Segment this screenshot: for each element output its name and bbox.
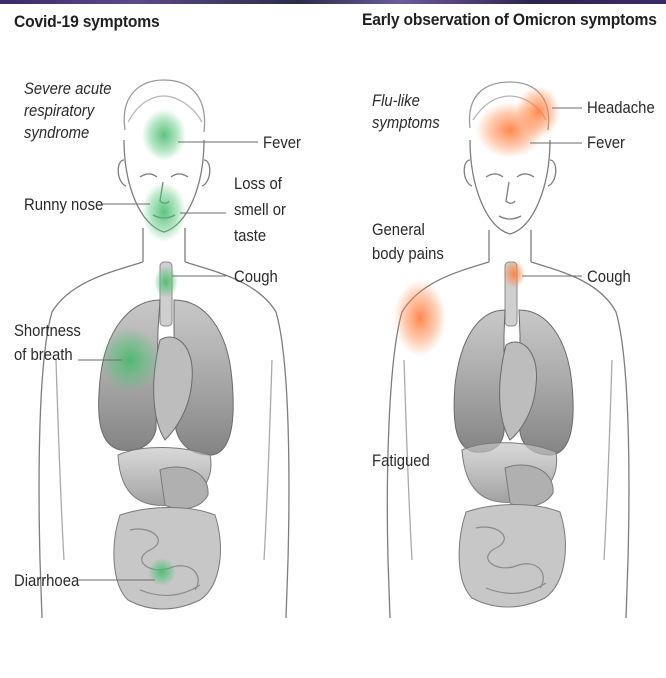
fever-highlight-right	[476, 102, 544, 158]
cough-highlight-right	[503, 260, 525, 288]
label-cough-right: Cough	[587, 266, 631, 288]
cough-highlight-left	[154, 266, 178, 298]
left-organs	[99, 262, 234, 609]
right-subtitle-line-1: Flu-like	[372, 90, 420, 112]
label-shortness-line-1: Shortness	[14, 320, 81, 342]
nose-highlight-left	[142, 182, 186, 242]
label-runny-nose: Runny nose	[24, 194, 103, 216]
body-pains-highlight-right	[394, 280, 446, 356]
right-organs	[454, 262, 573, 607]
label-loss-smell-line-1: Loss of	[234, 173, 282, 195]
label-fatigued: Fatigued	[372, 450, 430, 472]
label-fever-left: Fever	[263, 132, 301, 154]
label-body-pains-line-2: body pains	[372, 243, 444, 265]
label-loss-smell-line-3: taste	[234, 225, 266, 247]
left-subtitle-line-3: syndrome	[24, 122, 89, 144]
label-loss-smell-line-2: smell or	[234, 199, 286, 221]
left-subtitle-line-1: Severe acute	[24, 78, 112, 100]
label-cough-left: Cough	[234, 266, 278, 288]
label-fever-right: Fever	[587, 132, 625, 154]
label-diarrhoea: Diarrhoea	[14, 570, 79, 592]
diarrhoea-highlight-left	[148, 558, 176, 586]
label-shortness-line-2: of breath	[14, 344, 73, 366]
fever-highlight-left	[142, 109, 186, 161]
left-subtitle-line-2: respiratory	[24, 100, 94, 122]
right-subtitle-line-2: symptoms	[372, 112, 440, 134]
label-headache: Headache	[587, 97, 655, 119]
label-body-pains-line-1: General	[372, 219, 425, 241]
